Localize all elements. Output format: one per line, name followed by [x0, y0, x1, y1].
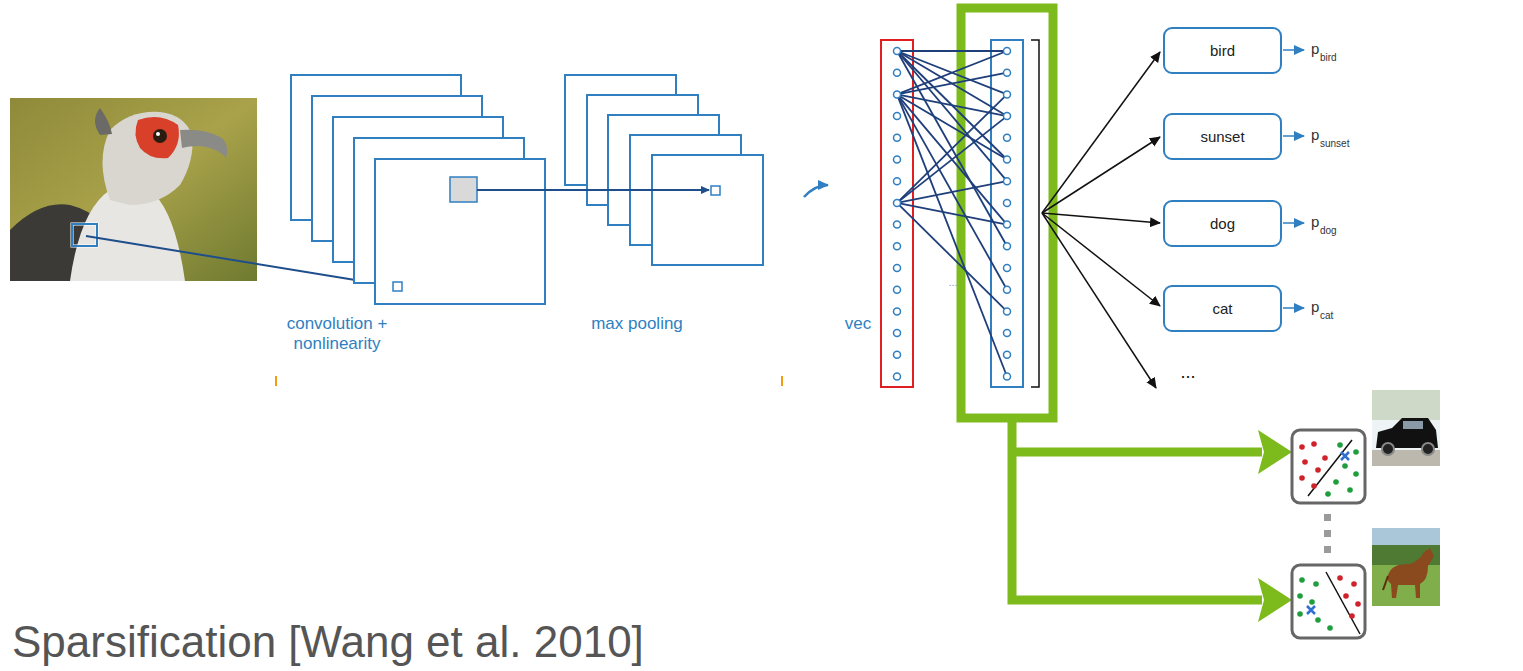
prob-subscript: sunset: [1320, 138, 1349, 150]
class-name: cat: [1212, 300, 1232, 317]
car-photo: [1372, 390, 1440, 466]
neuron: [894, 221, 901, 228]
neurons: [894, 48, 1011, 381]
class-name: dog: [1210, 215, 1235, 232]
fan-arrows: [1042, 52, 1160, 388]
prob-symbol: p: [1311, 213, 1319, 231]
prob-arrows: [1283, 50, 1304, 308]
pool-arrow: [477, 189, 709, 191]
neuron: [1004, 113, 1011, 120]
ellipsis-dots: [1324, 514, 1331, 553]
ellipsis: ...: [938, 276, 968, 289]
neuron: [1004, 373, 1011, 380]
flatten-arrow: [804, 185, 828, 197]
neuron: [1004, 243, 1011, 250]
class-box: dog: [1163, 200, 1282, 247]
neuron: [894, 199, 901, 206]
neuron: [1004, 351, 1011, 358]
neuron: [894, 286, 901, 293]
weight-line: [897, 94, 1007, 289]
weight-line: [897, 51, 1007, 94]
neuron: [894, 351, 901, 358]
weight-line: [897, 73, 1007, 95]
class-name: sunset: [1200, 128, 1244, 145]
green-head: [1258, 578, 1292, 622]
neuron: [1004, 265, 1011, 272]
stage-label: max pooling: [567, 314, 707, 334]
prob-subscript: cat: [1320, 310, 1333, 322]
neuron: [894, 69, 901, 76]
neuron: [1004, 69, 1011, 76]
weight-line: [897, 51, 1007, 160]
weight-line: [897, 51, 1007, 94]
prob-subscript: bird: [1320, 52, 1337, 64]
neuron: [1004, 286, 1011, 293]
neuron: [894, 265, 901, 272]
neuron: [894, 91, 901, 98]
ellipsis: ...: [1168, 362, 1208, 384]
neuron: [894, 243, 901, 250]
neuron: [1004, 134, 1011, 141]
neuron: [1004, 178, 1011, 185]
neuron: [894, 113, 901, 120]
classifier-panel: [1292, 565, 1365, 638]
classifier-panel: [1292, 430, 1365, 503]
highlight-frame: [961, 8, 1053, 418]
neuron: [1004, 221, 1011, 228]
weight-line: [897, 50, 1007, 52]
weight-line: [897, 94, 1007, 376]
prob-symbol: p: [1311, 126, 1319, 144]
tick: [781, 376, 783, 386]
weight-line: [897, 51, 1007, 181]
class-box: bird: [1163, 27, 1282, 74]
neuron: [894, 308, 901, 315]
weight-line: [897, 116, 1007, 203]
class-box: sunset: [1163, 113, 1282, 160]
tick: [275, 376, 277, 386]
slide-title: Sparsification [Wang et al. 2010]: [12, 618, 644, 666]
prob-subscript: dog: [1320, 225, 1337, 237]
pooled-maps: [565, 75, 763, 265]
neuron: [894, 156, 901, 163]
neuron: [1004, 199, 1011, 206]
weight-line: [897, 51, 1007, 116]
prob-symbol: p: [1311, 40, 1319, 58]
stage-label: convolution + nonlinearity: [267, 314, 407, 355]
neuron: [894, 134, 901, 141]
neuron: [1004, 156, 1011, 163]
class-name: bird: [1210, 42, 1235, 59]
neuron: [894, 330, 901, 337]
weight-line: [897, 51, 1007, 246]
stage-label: vec: [828, 314, 888, 334]
weight-line: [897, 203, 1007, 225]
neuron: [1004, 308, 1011, 315]
neuron: [894, 373, 901, 380]
neuron: [1004, 48, 1011, 55]
neuron: [1004, 330, 1011, 337]
class-box: cat: [1163, 285, 1282, 332]
neuron: [894, 178, 901, 185]
horse-photo: [1372, 528, 1440, 606]
neuron: [894, 48, 901, 55]
hidden-column: [991, 40, 1023, 387]
green-head: [1258, 430, 1292, 474]
bracket: [1031, 40, 1039, 387]
neuron: [1004, 91, 1011, 98]
green-arrows: [1012, 420, 1262, 600]
weight-line: [897, 203, 1007, 312]
prob-symbol: p: [1311, 298, 1319, 316]
weight-line: [897, 94, 1007, 224]
